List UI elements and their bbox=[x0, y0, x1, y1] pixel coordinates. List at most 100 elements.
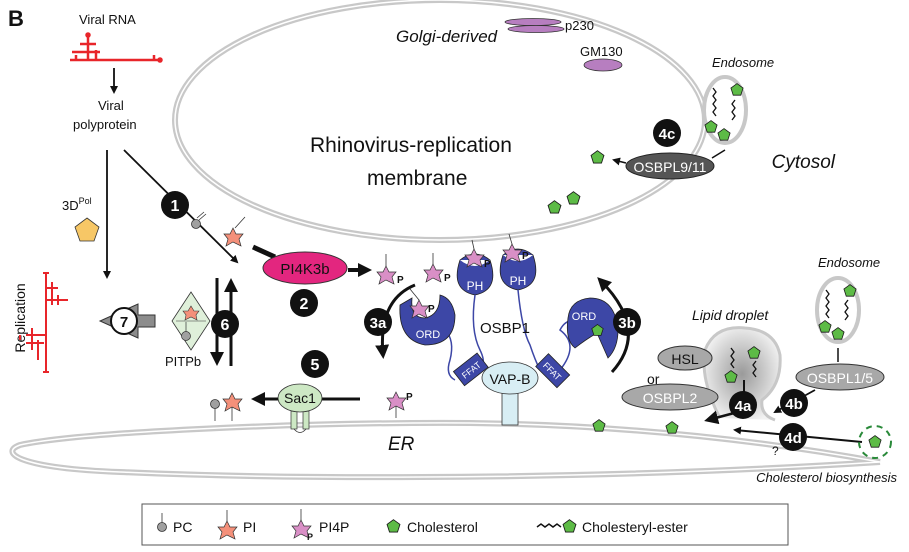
osbp1-linker bbox=[517, 289, 541, 371]
cholesterol-molecule bbox=[665, 421, 679, 434]
replication-rna-icon bbox=[19, 272, 68, 373]
svg-text:2: 2 bbox=[300, 296, 309, 313]
svg-text:P: P bbox=[397, 275, 404, 286]
polyprotein-label: Viral bbox=[98, 98, 124, 113]
endosome-top bbox=[702, 75, 748, 145]
pi4p-icon bbox=[291, 519, 312, 539]
p230-protein bbox=[504, 18, 565, 33]
golgi-label: Golgi-derived bbox=[396, 27, 498, 46]
svg-text:P: P bbox=[522, 251, 529, 262]
svg-text:4a: 4a bbox=[735, 398, 752, 415]
unknown-mark: ? bbox=[772, 444, 779, 458]
pi4p-molecule: P bbox=[376, 254, 404, 286]
viral-rna-icon bbox=[70, 32, 163, 63]
endosome-top-label: Endosome bbox=[712, 55, 774, 70]
ord-domain: ORD bbox=[399, 294, 456, 346]
replication-label: Replication bbox=[12, 283, 28, 352]
svg-text:P: P bbox=[406, 392, 413, 403]
svg-text:ORD: ORD bbox=[416, 329, 441, 341]
step-7-badge: 7 bbox=[110, 307, 138, 335]
osbpl2-label: OSBPL2 bbox=[643, 390, 698, 406]
legend-item-pi: PI bbox=[217, 510, 256, 540]
polyprotein-label-2: polyprotein bbox=[73, 117, 137, 132]
hsl-label: HSL bbox=[671, 351, 698, 367]
legend-item-cholesteryl-ester: Cholesteryl-ester bbox=[536, 519, 688, 535]
lipid-droplet-label: Lipid droplet bbox=[692, 307, 769, 323]
legend-item-pc: PC bbox=[157, 513, 192, 535]
pi4k3b-label: PI4K3b bbox=[280, 261, 329, 278]
sac1-tm bbox=[302, 410, 310, 430]
step-3b-badge: 3b bbox=[613, 308, 641, 336]
viral-rna-label: Viral RNA bbox=[79, 12, 136, 27]
vapb-stalk bbox=[501, 390, 519, 426]
replication-membrane-label: Rhinovirus-replication bbox=[310, 134, 512, 157]
er-membrane bbox=[9, 419, 881, 481]
step-4a-badge: 4a bbox=[729, 391, 757, 419]
step4c-arrow bbox=[612, 157, 627, 166]
osbp1-label: OSBP1 bbox=[480, 320, 530, 337]
biosynthesis-site bbox=[858, 425, 892, 459]
pi4p-molecule: P bbox=[423, 253, 451, 284]
step3a-arrow bbox=[375, 283, 416, 359]
svg-text:P: P bbox=[444, 273, 451, 284]
svg-text:3b: 3b bbox=[618, 315, 636, 332]
pi-molecule bbox=[223, 216, 246, 247]
cholesteryl-ester-chain bbox=[752, 360, 757, 378]
step-3a-badge: 3a bbox=[364, 308, 392, 336]
svg-text:5: 5 bbox=[311, 357, 320, 374]
endosome-right bbox=[815, 276, 861, 344]
ph-domain: PH bbox=[456, 253, 494, 296]
cytosol-label: Cytosol bbox=[772, 152, 836, 173]
cholesteryl-ester-chain bbox=[730, 347, 735, 369]
svg-text:7: 7 bbox=[120, 314, 128, 331]
cholesterol-molecule bbox=[547, 200, 562, 214]
pi-molecule bbox=[222, 392, 243, 421]
svg-text:3a: 3a bbox=[370, 315, 387, 332]
sac1-label: Sac1 bbox=[284, 390, 316, 406]
osbp1-linker bbox=[444, 329, 456, 381]
pitpb-protein bbox=[171, 291, 211, 351]
osbpl15-protein bbox=[795, 363, 885, 391]
step-2-badge: 2 bbox=[290, 289, 318, 317]
pc-molecule bbox=[210, 399, 220, 421]
cholesterol-molecule bbox=[590, 150, 605, 164]
biosynthesis-label: Cholesterol biosynthesis bbox=[756, 470, 897, 485]
svg-text:P: P bbox=[307, 532, 313, 542]
pi4k3b-protein bbox=[262, 251, 348, 285]
pc-molecule bbox=[191, 211, 207, 229]
endosome-link bbox=[711, 149, 726, 159]
pi4p-molecule: P bbox=[464, 239, 491, 270]
sac1-loop bbox=[293, 428, 307, 433]
svg-text:PI: PI bbox=[243, 519, 256, 535]
pi4k3b-anchor bbox=[251, 244, 277, 260]
pi4p-molecule: P bbox=[502, 233, 529, 263]
or-label: or bbox=[647, 371, 660, 387]
pi-icon bbox=[217, 520, 238, 540]
svg-text:1: 1 bbox=[171, 198, 180, 215]
replication-membrane-label-2: membrane bbox=[367, 167, 467, 190]
gm130-label: GM130 bbox=[580, 44, 623, 59]
svg-text:PI4P: PI4P bbox=[319, 519, 349, 535]
hsl-protein bbox=[657, 345, 713, 371]
svg-text:4b: 4b bbox=[785, 396, 803, 413]
legend-item-cholesterol: Cholesterol bbox=[386, 519, 478, 535]
svg-text:4d: 4d bbox=[784, 430, 802, 447]
svg-text:4c: 4c bbox=[659, 126, 676, 143]
ffat-motif: FFAT bbox=[535, 353, 571, 389]
pi4p-molecule: P bbox=[409, 288, 435, 319]
er-label: ER bbox=[388, 434, 415, 455]
sac1-tm bbox=[290, 410, 298, 430]
pi4p-molecule: P bbox=[386, 391, 413, 418]
svg-text:ORD: ORD bbox=[572, 311, 597, 323]
ord-domain: ORD bbox=[566, 297, 619, 359]
legend-item-pi4p: P PI4P bbox=[291, 509, 349, 542]
p230-label: p230 bbox=[565, 18, 594, 33]
polymerase-label: 3DPol bbox=[62, 196, 92, 213]
osbpl15-label: OSBPL1/5 bbox=[807, 370, 873, 386]
svg-text:PH: PH bbox=[467, 279, 484, 293]
cholesterol-molecule bbox=[566, 191, 581, 205]
step-5-badge: 5 bbox=[301, 350, 329, 378]
step-1-badge: 1 bbox=[161, 191, 189, 219]
step-4b-badge: 4b bbox=[780, 389, 808, 417]
